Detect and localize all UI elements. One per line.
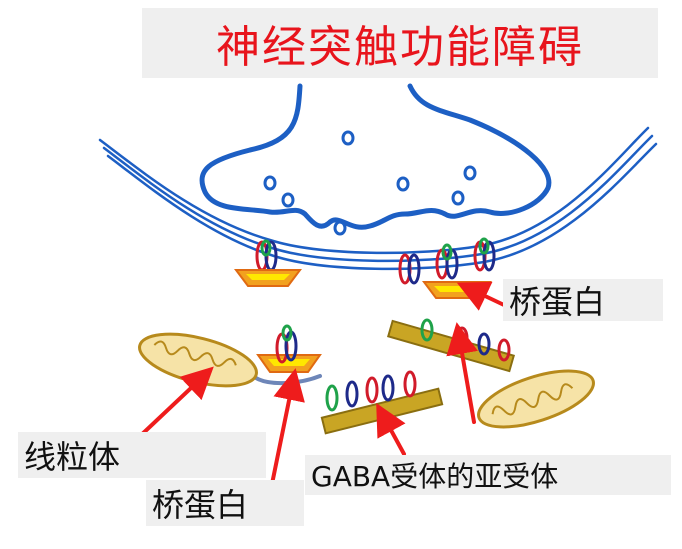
gaba-subunit-bar-left bbox=[320, 370, 444, 435]
label-bridging-protein-bottom: 桥蛋白 bbox=[146, 480, 304, 526]
vesicle bbox=[451, 190, 465, 206]
bridging-protein-left bbox=[234, 269, 302, 287]
mitochondrion-left bbox=[138, 332, 258, 388]
vesicle bbox=[263, 175, 277, 191]
page-title: 神经突触功能障碍 bbox=[142, 8, 658, 78]
arrow-to-bridging-protein-bottom bbox=[270, 368, 305, 486]
gaba-subunit-bar-right bbox=[386, 318, 516, 373]
arrow-to-bridging-protein-top bbox=[456, 281, 506, 311]
presynaptic-terminal-outline bbox=[199, 83, 552, 230]
pointer-arrows bbox=[136, 281, 506, 486]
arrow-to-gaba-subunit-right bbox=[446, 322, 478, 424]
vesicle bbox=[333, 220, 347, 236]
vesicle bbox=[396, 176, 410, 192]
receptor-cluster-middle bbox=[398, 253, 421, 285]
synaptic-vesicles bbox=[263, 130, 477, 236]
receptor-cluster-right bbox=[435, 237, 496, 280]
label-mitochondria: 线粒体 bbox=[18, 432, 266, 478]
label-bridging-protein-top: 桥蛋白 bbox=[503, 279, 663, 321]
arrow-to-mitochondrion bbox=[136, 366, 214, 440]
vesicle bbox=[463, 165, 477, 181]
label-gaba-receptor-subunit: GABA受体的亚受体 bbox=[305, 455, 671, 495]
vesicle bbox=[341, 130, 355, 146]
bridging-protein-free bbox=[254, 324, 322, 386]
arrow-to-gaba-subunit-left bbox=[376, 402, 406, 456]
mitochondrion-right bbox=[477, 369, 595, 429]
postsynaptic-membrane bbox=[98, 126, 658, 271]
vesicle bbox=[281, 192, 295, 208]
